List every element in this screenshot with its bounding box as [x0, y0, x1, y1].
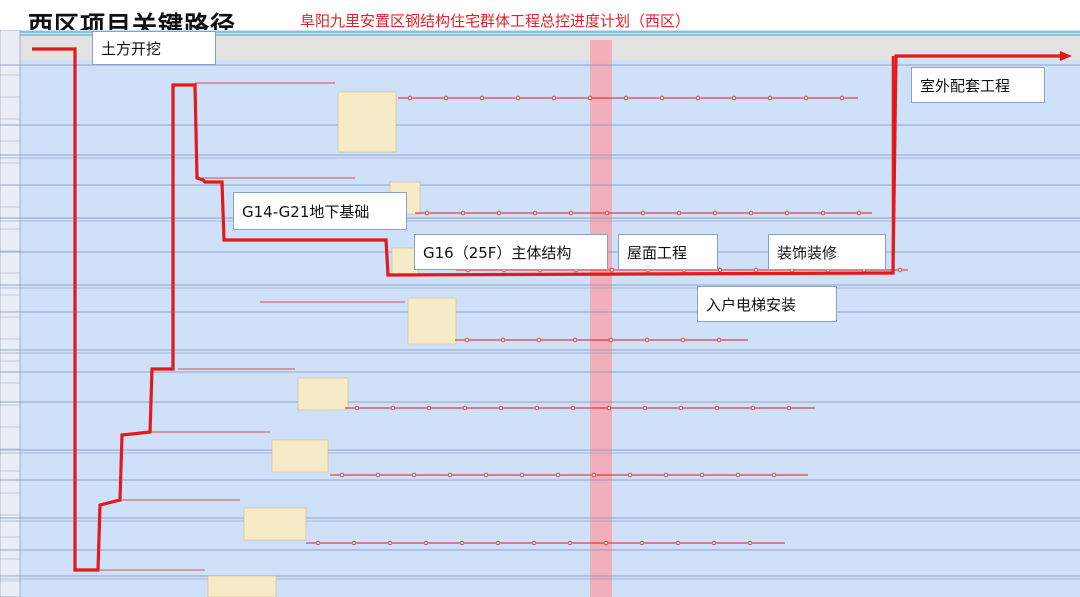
activity-node	[496, 210, 502, 216]
activity-node	[603, 540, 609, 546]
activity-node	[731, 95, 737, 101]
activity-node	[462, 405, 468, 411]
activity-node	[443, 95, 449, 101]
activity-node	[699, 472, 705, 478]
activity-node	[479, 95, 485, 101]
activity-node	[339, 472, 345, 478]
activity-node	[803, 95, 809, 101]
activity-node	[735, 472, 741, 478]
activity-node	[717, 267, 723, 273]
task-detail-box	[243, 507, 307, 541]
activity-node	[570, 405, 576, 411]
activity-node	[675, 540, 681, 546]
row-label-column	[0, 30, 21, 597]
activity-node	[753, 267, 759, 273]
activity-node	[483, 472, 489, 478]
activity-node	[591, 472, 597, 478]
activity-node	[639, 540, 645, 546]
callout-main-structure: G16（25F）主体结构	[414, 234, 608, 270]
diagram-background	[0, 30, 1080, 597]
activity-node	[495, 540, 501, 546]
activity-node	[567, 540, 573, 546]
activity-node	[407, 95, 413, 101]
activity-node	[390, 405, 396, 411]
callout-roof-works: 屋面工程	[618, 234, 718, 270]
activity-node	[678, 405, 684, 411]
activity-node	[387, 540, 393, 546]
task-detail-box	[297, 377, 349, 411]
callout-earthwork: 土方开挖	[92, 31, 216, 65]
activity-node	[531, 540, 537, 546]
activity-node	[747, 540, 753, 546]
activity-node	[534, 405, 540, 411]
activity-node	[786, 405, 792, 411]
activity-node	[750, 405, 756, 411]
callout-elevator-installation: 入户电梯安装	[697, 286, 837, 322]
activity-node	[568, 210, 574, 216]
activity-node	[459, 540, 465, 546]
activity-node	[515, 95, 521, 101]
activity-node	[640, 210, 646, 216]
activity-node	[606, 405, 612, 411]
critical-path	[32, 47, 1063, 572]
activity-node	[676, 210, 682, 216]
activity-node	[608, 337, 614, 343]
activity-node	[644, 337, 650, 343]
activity-node	[315, 540, 321, 546]
activity-node	[767, 95, 773, 101]
activity-node	[500, 337, 506, 343]
activity-node	[609, 267, 615, 273]
activity-node	[587, 95, 593, 101]
activity-node	[426, 405, 432, 411]
task-detail-box	[391, 247, 419, 275]
activity-node	[820, 210, 826, 216]
activity-node	[623, 95, 629, 101]
callout-underground-foundation: G14-G21地下基础	[233, 192, 407, 230]
activity-node	[897, 267, 903, 273]
activity-node	[748, 210, 754, 216]
network-schedule-diagram	[0, 30, 1080, 597]
activity-node	[680, 337, 686, 343]
task-detail-box	[207, 575, 277, 597]
activity-node	[351, 540, 357, 546]
activity-node	[498, 405, 504, 411]
activity-node	[695, 95, 701, 101]
activity-node	[572, 337, 578, 343]
activity-node	[642, 405, 648, 411]
activity-node	[536, 337, 542, 343]
activity-node	[423, 540, 429, 546]
activity-node	[354, 405, 360, 411]
activity-node	[659, 95, 665, 101]
activity-node	[712, 210, 718, 216]
activity-node	[555, 472, 561, 478]
activity-node	[447, 472, 453, 478]
highlight-band	[590, 40, 612, 597]
activity-node	[519, 472, 525, 478]
activity-node	[784, 210, 790, 216]
activity-node	[839, 95, 845, 101]
activity-node	[716, 337, 722, 343]
activity-node	[551, 95, 557, 101]
callout-decoration: 装饰装修	[768, 234, 886, 270]
activity-node	[411, 472, 417, 478]
task-detail-box	[271, 439, 329, 473]
activity-node	[532, 210, 538, 216]
activity-node	[771, 472, 777, 478]
task-detail-box	[337, 91, 397, 153]
activity-node	[711, 540, 717, 546]
activity-node	[714, 405, 720, 411]
critical-path-arrowhead	[1060, 51, 1072, 61]
activity-node	[460, 210, 466, 216]
activity-node	[375, 472, 381, 478]
schedule-subtitle: 阜阳九里安置区钢结构住宅群体工程总控进度计划（西区）	[300, 12, 691, 30]
callout-outdoor-works: 室外配套工程	[911, 67, 1045, 103]
activity-node	[604, 210, 610, 216]
task-detail-box	[407, 297, 457, 345]
activity-node	[464, 337, 470, 343]
activity-node	[663, 472, 669, 478]
activity-node	[424, 210, 430, 216]
activity-node	[627, 472, 633, 478]
activity-node	[856, 210, 862, 216]
